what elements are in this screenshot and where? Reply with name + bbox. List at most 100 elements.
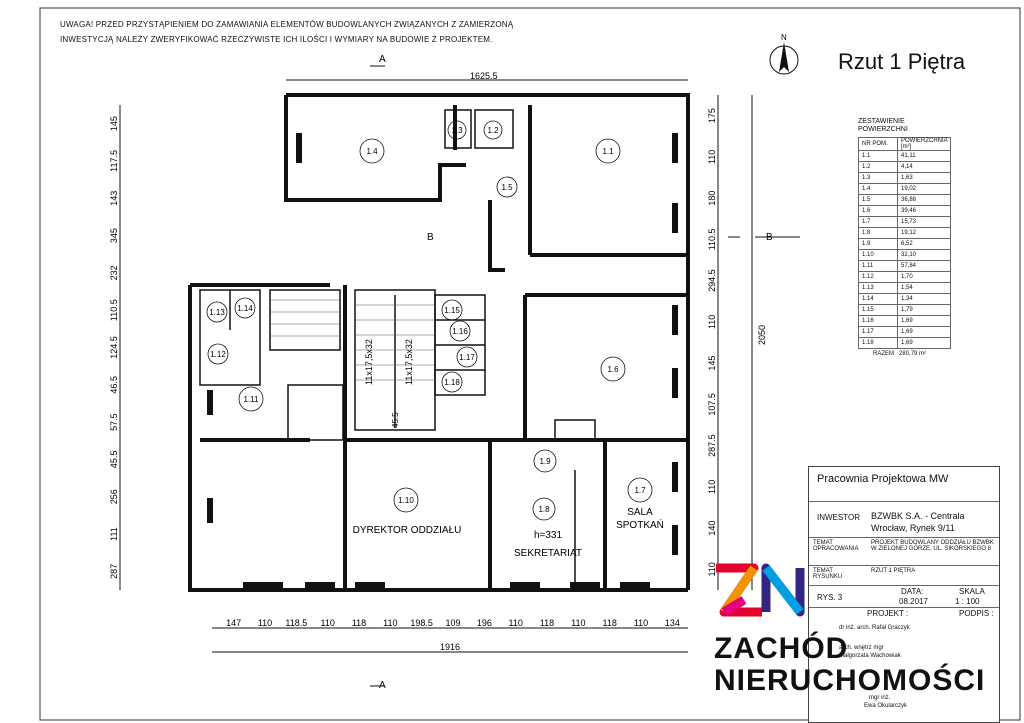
- area-row-value: 32,10: [896, 249, 952, 261]
- area-table-col-area: POWIERZCHNIA [m²]: [896, 137, 952, 151]
- room-1-4: 1.4: [366, 147, 378, 156]
- room-1-5: 1.5: [501, 183, 513, 192]
- room-1-11: 1.11: [244, 395, 260, 404]
- room-1-7: 1.7: [634, 486, 646, 495]
- area-row-value: 4,14: [896, 161, 952, 173]
- area-row-number: 1.5: [858, 194, 898, 206]
- section-a-top: A: [379, 54, 386, 65]
- project-label: PROJEKT :: [867, 609, 909, 618]
- scale-value: 1 : 100: [955, 597, 980, 606]
- room-1-3: 1.3: [451, 126, 463, 135]
- dimension-label: 57.5: [109, 413, 119, 431]
- area-row-value: 19,12: [896, 227, 952, 239]
- room-1-1: 1.1: [602, 147, 614, 156]
- area-row-number: 1.6: [858, 205, 898, 217]
- dimension-label: 118.5: [285, 618, 307, 628]
- area-row-value: 15,73: [896, 216, 952, 228]
- dimension-label: 45.5: [109, 451, 119, 469]
- label-meeting-1: SALA: [627, 507, 653, 518]
- dimension-label: 143: [109, 191, 119, 206]
- date-value: 08.2017: [899, 597, 928, 606]
- investor-label: INWESTOR: [817, 513, 860, 522]
- area-row-number: 1.18: [858, 337, 898, 349]
- sheet-number: RYS. 3: [817, 593, 843, 602]
- stairs-label-2: 11x17,5x32: [404, 339, 414, 385]
- signature-label: PODPIS :: [959, 609, 994, 618]
- area-row-value: 36,88: [896, 194, 952, 206]
- dimension-label: 110: [707, 480, 717, 494]
- room-1-16: 1.16: [452, 327, 468, 336]
- designer-2: arch. wnętrz mgr: [839, 645, 884, 651]
- room-1-9: 1.9: [539, 457, 551, 466]
- area-table-title-1: ZESTAWIENIE: [858, 118, 905, 125]
- area-table-header-row: NR POM. POWIERZCHNIA [m²]: [858, 137, 952, 151]
- dimension-label: 110: [571, 618, 585, 628]
- dimension-label: 145: [707, 356, 717, 371]
- investor-line-1: BZWBK S.A. - Centrala: [871, 511, 965, 521]
- section-a-bottom: A: [379, 680, 386, 691]
- area-row-value: 39,46: [896, 205, 952, 217]
- area-row-value: 1,34: [896, 293, 952, 305]
- designer-1: dr inż. arch. Rafał Graczyk: [839, 625, 910, 631]
- area-row-number: 1.3: [858, 172, 898, 184]
- room-1-15: 1.15: [444, 306, 460, 315]
- area-row-value: 1,79: [896, 304, 952, 316]
- label-height: h=331: [534, 530, 563, 541]
- dimension-label: 198.5: [410, 618, 433, 628]
- dimension-label: 140: [707, 521, 717, 536]
- dim-right-total: 2050: [757, 325, 767, 345]
- label-director: DYREKTOR ODDZIAŁU: [353, 525, 462, 536]
- dimension-label: 110.5: [109, 299, 119, 321]
- area-row-value: 1,70: [896, 271, 952, 283]
- area-row-number: 1.1: [858, 150, 898, 162]
- date-label: DATA:: [901, 587, 924, 596]
- dimension-label: 147: [226, 618, 241, 628]
- dimension-label: 118: [540, 618, 554, 628]
- brand-line-2: NIERUCHOMOŚCI: [714, 664, 986, 697]
- dimension-label: 110: [707, 315, 717, 329]
- room-1-13: 1.13: [209, 308, 225, 317]
- area-row-value: 41,11: [896, 150, 952, 162]
- dimension-label: 118: [602, 618, 616, 628]
- page-title: Rzut 1 Piętra: [838, 49, 966, 74]
- dimension-label: 110: [320, 618, 334, 628]
- area-row-number: 1.10: [858, 249, 898, 261]
- dimension-label: 118: [352, 618, 366, 628]
- stairs-dim: 45.5: [391, 412, 400, 428]
- dimension-label: 110: [508, 618, 522, 628]
- area-row-value: 1,54: [896, 282, 952, 294]
- area-row-number: 1.12: [858, 271, 898, 283]
- area-total-value: 280,79 m²: [899, 351, 927, 357]
- area-row-value: 1,69: [896, 326, 952, 338]
- dimension-label: 111: [109, 527, 119, 541]
- area-row-value: 1,69: [896, 315, 952, 327]
- dimension-label: 175: [707, 108, 717, 123]
- room-1-12: 1.12: [210, 350, 226, 359]
- room-1-14: 1.14: [237, 304, 253, 313]
- dimension-label: 287: [109, 564, 119, 579]
- area-table: ZESTAWIENIE POWIERZCHNI NR POM. POWIERZC…: [858, 118, 952, 357]
- area-row-number: 1.8: [858, 227, 898, 239]
- dim-top-total: 1625.5: [470, 71, 498, 81]
- dimension-label: 110: [383, 618, 397, 628]
- area-row-number: 1.13: [858, 282, 898, 294]
- room-1-17: 1.17: [459, 353, 475, 362]
- drawing-text: RZUT 1 PIĘTRA: [871, 568, 916, 574]
- investor-line-2: Wrocław, Rynek 9/11: [871, 523, 955, 533]
- section-b-inner: B: [427, 232, 434, 243]
